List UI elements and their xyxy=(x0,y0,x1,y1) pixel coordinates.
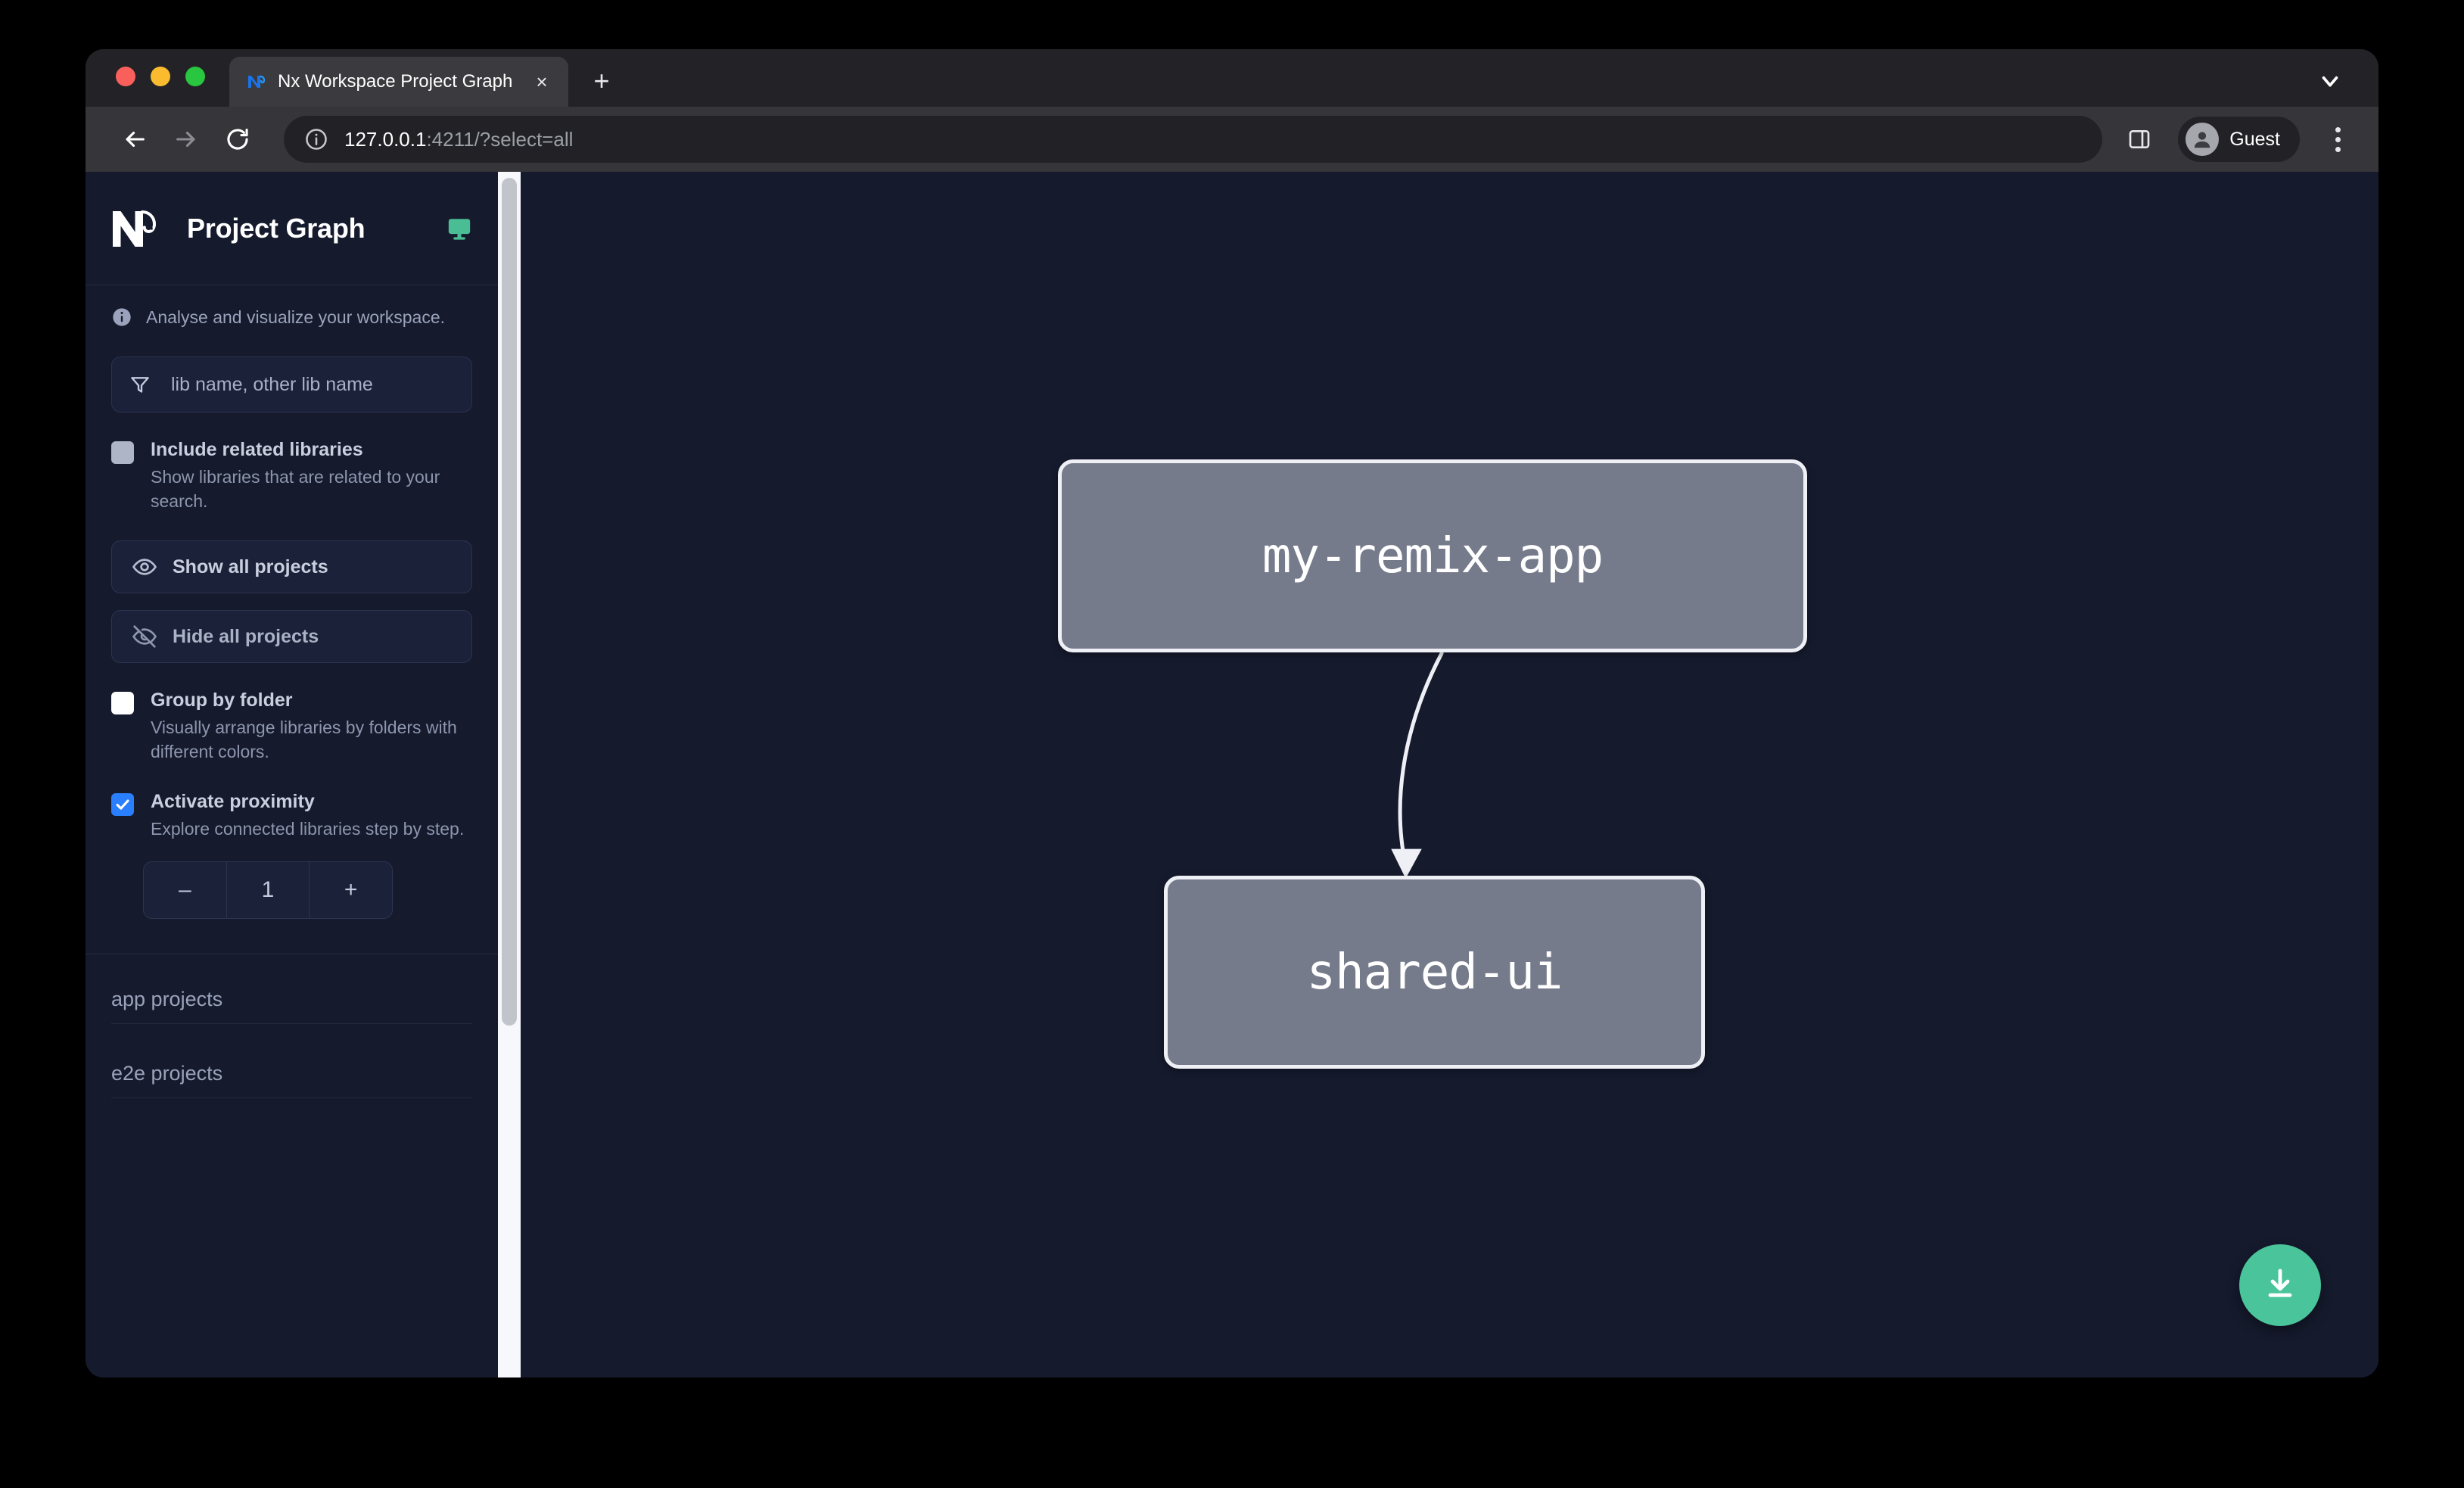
workspace-hint: Analyse and visualize your workspace. xyxy=(86,285,498,335)
group-by-folder-checkbox[interactable] xyxy=(111,692,134,715)
url-path: :4211/?select=all xyxy=(426,127,574,151)
download-icon xyxy=(2262,1265,2298,1306)
include-related-libraries-checkbox[interactable] xyxy=(111,441,134,464)
info-icon[interactable] xyxy=(303,126,329,152)
url-host: 127.0.0.1 xyxy=(344,127,427,151)
divider xyxy=(226,861,227,918)
option-description: Show libraries that are related to your … xyxy=(151,467,440,511)
graph-node-shared-ui[interactable]: shared-ui xyxy=(1164,876,1705,1069)
side-panel-icon[interactable] xyxy=(2120,120,2158,158)
browser-tab[interactable]: Nx Workspace Project Graph × xyxy=(229,57,568,107)
proximity-decrement-button[interactable]: – xyxy=(178,876,191,902)
browser-menu-icon[interactable] xyxy=(2318,120,2357,159)
sidebar-header: Project Graph xyxy=(86,172,498,285)
filter-icon xyxy=(129,373,151,396)
nx-logo-icon xyxy=(111,209,167,248)
maximize-window-button[interactable] xyxy=(185,67,205,86)
divider xyxy=(309,861,310,918)
option-description: Explore connected libraries step by step… xyxy=(151,818,465,839)
search-input[interactable] xyxy=(160,373,464,396)
eye-icon xyxy=(132,554,157,580)
e2e-projects-label: e2e projects xyxy=(111,1062,472,1098)
profile-name: Guest xyxy=(2229,128,2280,150)
option-group-by-folder: Group by folder Visually arrange librari… xyxy=(111,689,472,764)
browser-window: Nx Workspace Project Graph × + xyxy=(86,49,2378,1377)
page-scrollbar[interactable] xyxy=(498,172,521,1377)
scrollbar-thumb[interactable] xyxy=(502,178,517,1026)
new-tab-button[interactable]: + xyxy=(593,65,610,96)
minimize-window-button[interactable] xyxy=(151,67,170,86)
sidebar: Project Graph Analy xyxy=(86,172,498,1377)
graph-node-label: my-remix-app xyxy=(1262,528,1604,584)
proximity-increment-button[interactable]: + xyxy=(344,876,358,902)
option-include-related-libraries: Include related libraries Show libraries… xyxy=(111,438,472,513)
activate-proximity-checkbox[interactable] xyxy=(111,792,134,816)
info-icon xyxy=(111,307,132,328)
nx-favicon xyxy=(246,71,267,92)
show-all-projects-button[interactable]: Show all projects xyxy=(111,540,472,594)
url-text: 127.0.0.1:4211/?select=all xyxy=(344,128,573,151)
option-description: Visually arrange libraries by folders wi… xyxy=(151,718,457,762)
reload-icon[interactable] xyxy=(216,117,260,161)
page-content: Project Graph Analy xyxy=(86,172,2378,1377)
graph-edges xyxy=(1391,651,1444,879)
option-label: Activate proximity xyxy=(151,790,315,812)
visibility-buttons: Show all projects Hide all projects xyxy=(111,540,472,664)
eye-off-icon xyxy=(132,624,157,649)
graph-node-label: shared-ui xyxy=(1306,944,1563,1001)
address-bar[interactable]: 127.0.0.1:4211/?select=all xyxy=(284,116,2103,163)
back-icon[interactable] xyxy=(113,117,157,161)
kebab-dot xyxy=(2335,146,2341,152)
tab-title: Nx Workspace Project Graph xyxy=(278,71,513,92)
option-label: Group by folder xyxy=(151,690,293,711)
proximity-stepper: – 1 + xyxy=(143,861,393,919)
proximity-value: 1 xyxy=(261,876,275,902)
window-traffic-lights xyxy=(116,49,205,107)
section-e2e-projects[interactable]: e2e projects xyxy=(111,1062,472,1098)
search-box[interactable] xyxy=(111,356,472,412)
option-activate-proximity: Activate proximity Explore connected lib… xyxy=(111,790,472,919)
project-graph-canvas[interactable]: my-remix-app shared-ui xyxy=(498,172,2378,1377)
profile-button[interactable]: Guest xyxy=(2178,117,2300,162)
tab-strip: Nx Workspace Project Graph × + xyxy=(86,49,2378,107)
close-icon[interactable]: × xyxy=(536,70,548,93)
kebab-dot xyxy=(2335,126,2341,132)
close-window-button[interactable] xyxy=(116,67,135,86)
avatar xyxy=(2186,123,2220,156)
hide-all-projects-label: Hide all projects xyxy=(173,625,319,647)
download-button[interactable] xyxy=(2239,1244,2321,1326)
chevron-down-icon[interactable] xyxy=(2315,66,2345,96)
sidebar-body: Include related libraries Show libraries… xyxy=(86,335,498,1377)
kebab-dot xyxy=(2335,136,2341,142)
hint-text: Analyse and visualize your workspace. xyxy=(146,307,446,327)
section-app-projects[interactable]: app projects xyxy=(111,988,472,1024)
hide-all-projects-button[interactable]: Hide all projects xyxy=(111,610,472,664)
show-all-projects-label: Show all projects xyxy=(173,556,328,577)
page-title: Project Graph xyxy=(187,212,366,244)
graph-node-my-remix-app[interactable]: my-remix-app xyxy=(1058,459,1807,652)
option-label: Include related libraries xyxy=(151,439,363,460)
browser-toolbar: 127.0.0.1:4211/?select=all Guest xyxy=(86,107,2378,172)
monitor-icon[interactable] xyxy=(446,216,472,241)
app-projects-label: app projects xyxy=(111,988,472,1024)
forward-icon[interactable] xyxy=(164,117,208,161)
